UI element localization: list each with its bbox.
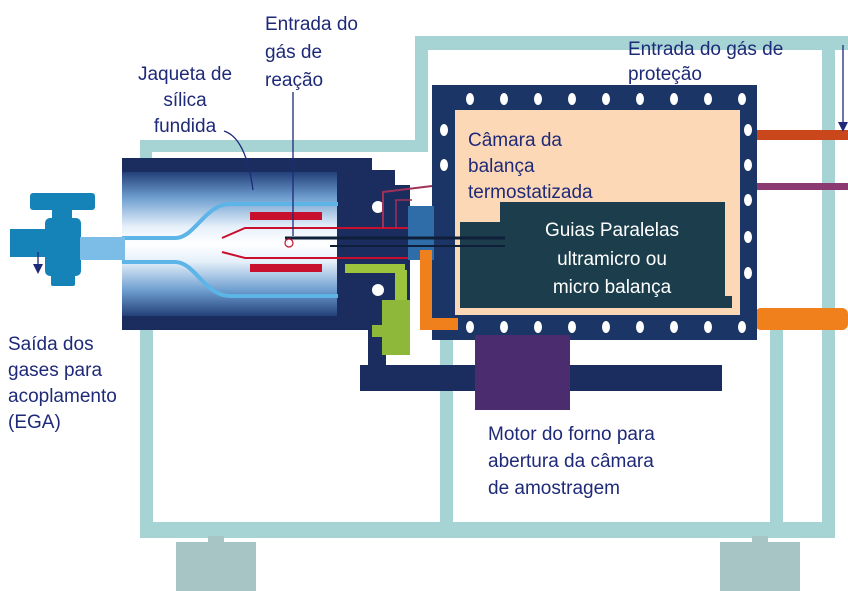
- chamber-bolt: [568, 321, 576, 333]
- frame-feet: [176, 536, 800, 591]
- foot-left: [176, 542, 256, 591]
- protective-gas-inlet-label-1: Entrada do gás de: [628, 39, 783, 60]
- valve-bottom-cap: [51, 272, 75, 286]
- green-fitting-body: [382, 300, 410, 355]
- chamber-bolt: [738, 93, 746, 105]
- chamber-bolt: [500, 93, 508, 105]
- chamber-bolt: [704, 321, 712, 333]
- frame-bottom-bar: [140, 522, 835, 538]
- valve-body: [45, 218, 81, 276]
- chamber-bolt: [670, 321, 678, 333]
- reaction-gas-line: [382, 185, 433, 228]
- balance-label-1: Guias Paralelas: [545, 220, 679, 241]
- green-fitting-tab: [372, 325, 384, 337]
- furnace-motor-label-2: abertura da câmara: [488, 451, 654, 472]
- chamber-bolt: [602, 321, 610, 333]
- reaction-gas-inlet-label-1: Entrada do: [265, 14, 358, 35]
- silica-jacket-pointer: [223, 130, 254, 191]
- chamber-bolt: [744, 159, 752, 171]
- silica-jacket-label-2: sílica: [163, 90, 207, 111]
- protective-gas-line-middle: [755, 183, 848, 190]
- reaction-gas-pointer-end: [284, 238, 294, 248]
- gas-outlet-label-2: gases para: [8, 360, 102, 381]
- furnace-motor: [475, 335, 570, 410]
- flange-bolt-lower: [372, 284, 384, 296]
- chamber-bolt: [636, 321, 644, 333]
- gas-outlet-label-4: (EGA): [8, 412, 61, 433]
- gas-outlet-label-3: acoplamento: [8, 386, 117, 407]
- balance-label-3: micro balança: [553, 277, 672, 298]
- balance-chamber-label-1: Câmara da: [468, 130, 562, 151]
- chamber-bolt: [744, 194, 752, 206]
- foot-left-connector: [208, 536, 224, 544]
- orange-gas-pipe-bend: [420, 318, 458, 330]
- silica-jacket-label-3: fundida: [154, 116, 217, 137]
- chamber-bolt: [602, 93, 610, 105]
- frame-left-leg: [140, 328, 153, 538]
- reaction-gas-inlet-label-3: reação: [265, 70, 323, 91]
- chamber-bolt: [744, 124, 752, 136]
- furnace-motor-label-3: de amostragem: [488, 478, 620, 499]
- chamber-bolt: [534, 93, 542, 105]
- chamber-bolt: [704, 93, 712, 105]
- frame-upper-post: [415, 36, 428, 152]
- flange-bolt-upper: [372, 201, 384, 213]
- balance-base: [460, 296, 732, 308]
- protective-gas-line-lower: [755, 308, 848, 330]
- chamber-bolts: [440, 93, 752, 333]
- chamber-bolt: [738, 321, 746, 333]
- valve-handle: [30, 193, 95, 210]
- valve-connecting-pipe: [80, 237, 125, 260]
- chamber-bolt: [744, 267, 752, 279]
- orange-gas-pipe-vertical: [420, 250, 432, 330]
- chamber-bolt: [670, 93, 678, 105]
- reaction-gas-inlet-label-2: gás de: [265, 42, 322, 63]
- chamber-bolt: [440, 124, 448, 136]
- balance-body: [500, 202, 725, 306]
- silica-jacket-label-1: Jaqueta de: [138, 64, 232, 85]
- chamber-bolt: [440, 159, 448, 171]
- foot-right-connector: [752, 536, 768, 544]
- chamber-bolt: [500, 321, 508, 333]
- green-fitting-stem: [395, 270, 407, 308]
- gas-outlet-label-1: Saída dos: [8, 334, 94, 355]
- furnace-heating-zone: [122, 172, 337, 316]
- purge-line: [395, 199, 412, 228]
- protective-gas-inlet-label-2: proteção: [628, 64, 702, 85]
- green-fitting-bar: [345, 264, 405, 273]
- chamber-bolt: [744, 231, 752, 243]
- heater-lower: [250, 264, 322, 272]
- chamber-bolt: [466, 321, 474, 333]
- valve-outlet-pipe: [10, 229, 50, 257]
- balance-chamber-label-3: termostatizada: [468, 182, 593, 203]
- silica-jacket-outline: [122, 202, 338, 298]
- frame-left-stub: [140, 140, 152, 162]
- furnace-motor-label-1: Motor do forno para: [488, 424, 655, 445]
- chamber-bolt: [466, 93, 474, 105]
- frame-right-post: [822, 36, 835, 538]
- chamber-bolt: [534, 321, 542, 333]
- outlet-valve: [10, 193, 95, 286]
- heater-upper: [250, 212, 322, 220]
- protective-gas-line-upper: [755, 130, 848, 140]
- balance-label-2: ultramicro ou: [557, 249, 667, 270]
- balance-chamber-label-2: balança: [468, 156, 535, 177]
- support-frame: [140, 36, 848, 538]
- chamber-bolt: [636, 93, 644, 105]
- frame-top-bar: [415, 36, 848, 50]
- frame-left-top-bar: [140, 140, 428, 152]
- frame-right-leg: [770, 330, 783, 530]
- chamber-bolt: [568, 93, 576, 105]
- foot-right: [720, 542, 800, 591]
- sample-tube: [221, 227, 410, 259]
